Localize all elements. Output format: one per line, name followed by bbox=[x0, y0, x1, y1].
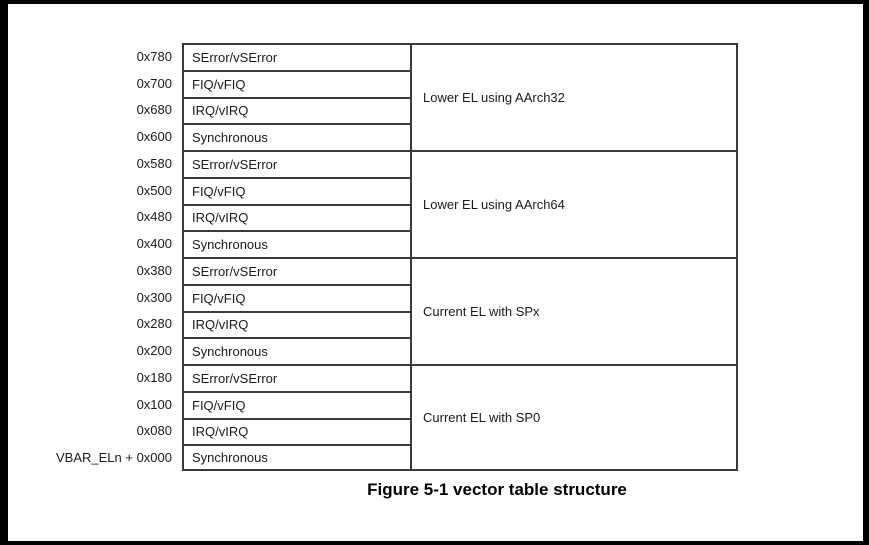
offset-label: 0x780 bbox=[136, 48, 172, 64]
vector-entry: Synchronous bbox=[182, 230, 412, 257]
exception-group-column: Lower EL using AArch32 Lower EL using AA… bbox=[412, 43, 738, 471]
offset-label: 0x500 bbox=[136, 182, 172, 198]
offset-label: 0x680 bbox=[136, 102, 172, 118]
group-lower-el-aarch64: Lower EL using AArch64 bbox=[412, 150, 738, 257]
vector-entry: IRQ/vIRQ bbox=[182, 417, 412, 445]
offset-label: 0x300 bbox=[136, 289, 172, 305]
figure-caption: Figure 5-1 vector table structure bbox=[367, 480, 627, 499]
figure-canvas: 0x780 0x700 0x680 0x600 0x580 0x500 0x48… bbox=[8, 4, 863, 541]
vector-entry: Synchronous bbox=[182, 337, 412, 364]
offset-label: 0x280 bbox=[136, 316, 172, 332]
offset-label-base: VBAR_ELn + 0x000 bbox=[56, 450, 172, 466]
offset-label: 0x480 bbox=[136, 209, 172, 225]
vector-entry: Synchronous bbox=[182, 444, 412, 471]
offset-label: 0x180 bbox=[136, 369, 172, 385]
vector-entry: Synchronous bbox=[182, 123, 412, 150]
vector-entry: IRQ/vIRQ bbox=[182, 310, 412, 338]
vector-entry: IRQ/vIRQ bbox=[182, 96, 412, 124]
vector-entry: SError/vSError bbox=[182, 364, 412, 391]
offset-label: 0x100 bbox=[136, 396, 172, 412]
vector-entry: IRQ/vIRQ bbox=[182, 203, 412, 231]
vector-entry: FIQ/vFIQ bbox=[182, 390, 412, 418]
offset-label: 0x200 bbox=[136, 343, 172, 359]
offset-label: 0x600 bbox=[136, 129, 172, 145]
vector-entry: FIQ/vFIQ bbox=[182, 69, 412, 97]
vector-table-diagram: 0x780 0x700 0x680 0x600 0x580 0x500 0x48… bbox=[8, 43, 738, 471]
vector-entry: SError/vSError bbox=[182, 150, 412, 177]
offset-label: 0x400 bbox=[136, 236, 172, 252]
vector-entry: FIQ/vFIQ bbox=[182, 176, 412, 204]
offset-label: 0x580 bbox=[136, 155, 172, 171]
group-current-el-spx: Current EL with SPx bbox=[412, 257, 738, 364]
offset-label: 0x380 bbox=[136, 262, 172, 278]
offset-label-column: 0x780 0x700 0x680 0x600 0x580 0x500 0x48… bbox=[8, 43, 182, 471]
vector-entry: SError/vSError bbox=[182, 257, 412, 284]
offset-label: 0x080 bbox=[136, 423, 172, 439]
group-current-el-sp0: Current EL with SP0 bbox=[412, 364, 738, 471]
offset-label: 0x700 bbox=[136, 75, 172, 91]
vector-entry-column: SError/vSError FIQ/vFIQ IRQ/vIRQ Synchro… bbox=[182, 43, 412, 471]
vector-entry: FIQ/vFIQ bbox=[182, 283, 412, 311]
group-lower-el-aarch32: Lower EL using AArch32 bbox=[412, 43, 738, 150]
vector-entry: SError/vSError bbox=[182, 43, 412, 70]
